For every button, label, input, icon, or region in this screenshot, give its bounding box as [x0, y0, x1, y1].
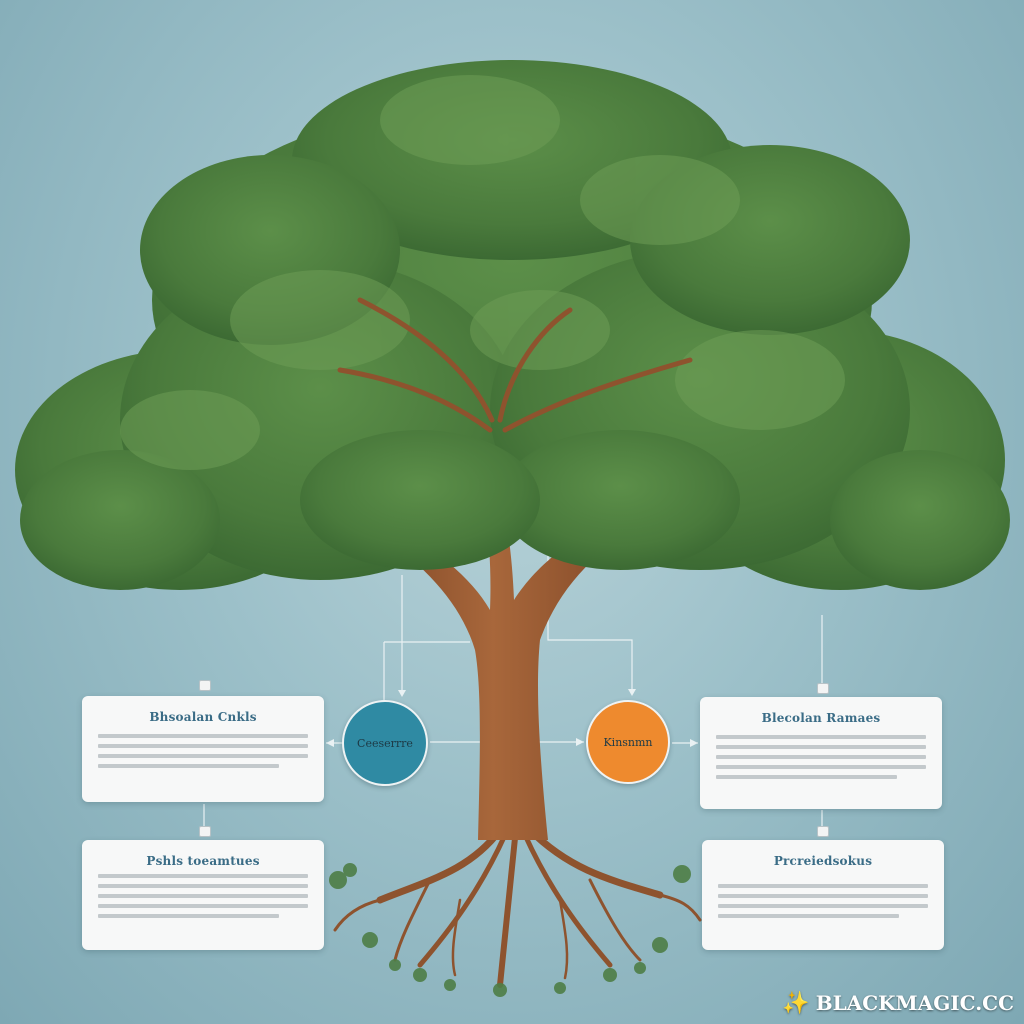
node-circle-blue: Ceeserrre: [342, 700, 428, 786]
canopy-branches: [337, 297, 693, 433]
card-clip: [817, 683, 829, 694]
left-card-bottom: Pshls toeamtues: [82, 840, 324, 950]
left-card-top: Bhsoalan Cnkls: [82, 696, 324, 802]
node-circle-orange: Kinsnmn: [586, 700, 670, 784]
magic-wand-icon: ✨: [782, 990, 810, 1016]
card-clip: [817, 826, 829, 837]
left-card-bottom-title: Pshls toeamtues: [146, 854, 260, 868]
card-clip: [199, 826, 211, 837]
card-placeholder-text: [716, 735, 926, 785]
watermark-text: BLACKMAGIC.CC: [815, 991, 1014, 1015]
connector-arrows: [326, 689, 698, 747]
card-placeholder-text: [98, 874, 308, 924]
right-card-top: Blecolan Ramaes: [700, 697, 942, 809]
right-card-bottom-title: Prcreiedsokus: [773, 854, 873, 868]
canopy-highlights: [120, 75, 845, 470]
right-card-top-title: Blecolan Ramaes: [761, 711, 881, 725]
watermark: ✨ BLACKMAGIC.CC: [782, 990, 1014, 1016]
tree-roots: [333, 826, 702, 988]
left-card-top-title: Bhsoalan Cnkls: [149, 710, 257, 724]
card-placeholder-text: [718, 884, 928, 924]
card-placeholder-text: [98, 734, 308, 774]
card-clip: [199, 680, 211, 691]
root-foliage: [329, 863, 691, 997]
right-card-bottom: Prcreiedsokus: [702, 840, 944, 950]
